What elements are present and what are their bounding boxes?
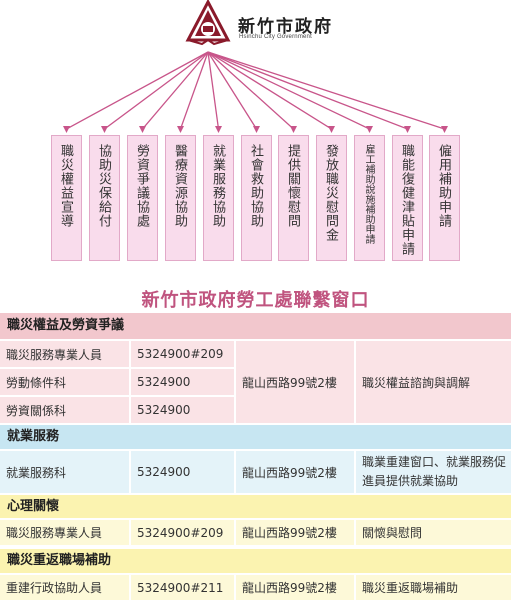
contact-title: 新竹市政府勞工處聯繫窗口 (141, 290, 370, 311)
section-heading-employment: 就業服務 (0, 425, 511, 449)
address-cell: 龍山西路99號2樓 (236, 575, 354, 600)
address-cell: 龍山西路99號2樓 (236, 341, 354, 423)
address-cell: 龍山西路99號2樓 (236, 451, 354, 493)
phone-cell: 5324900#211 (131, 575, 234, 600)
unit-cell: 職災服務專業人員 (0, 341, 129, 367)
service-item-box: 醫療資源協助 (165, 135, 196, 261)
service-item-box: 勞資爭議協處 (127, 135, 158, 261)
service-item-label: 職能復健津貼申請 (399, 144, 414, 256)
service-item-label: 協助災保給付 (96, 144, 111, 228)
service-item-box: 發放職災慰問金 (316, 135, 347, 261)
arrowhead-icon (441, 126, 448, 133)
unit-cell: 勞資關係科 (0, 397, 129, 423)
service-item-label: 發放職災慰問金 (323, 144, 338, 242)
service-item-label: 醫療資源協助 (172, 144, 187, 228)
phone-cell: 5324900 (131, 397, 234, 423)
address-cell: 龍山西路99號2樓 (236, 520, 354, 545)
arrowhead-icon (215, 126, 222, 133)
arrowhead-icon (328, 126, 335, 133)
service-item-box: 社會救助協助 (241, 135, 272, 261)
service-item-box: 僱用補助申請 (429, 135, 460, 261)
phone-cell: 5324900#209 (131, 520, 234, 545)
service-item-label: 勞資爭議協處 (134, 144, 149, 228)
arrowhead-icon (253, 126, 260, 133)
service-item-box: 就業服務協助 (203, 135, 234, 261)
unit-cell: 職災服務專業人員 (0, 520, 129, 545)
org-name: 新竹市政府 (238, 17, 333, 37)
unit-cell: 重建行政協助人員 (0, 575, 129, 600)
arrowhead-icon (177, 126, 184, 133)
connector-line (207, 51, 294, 130)
connector-line (66, 51, 209, 130)
connector-line (104, 51, 209, 130)
section-heading-return: 職災重返職場補助 (0, 549, 511, 573)
arrowhead-icon (404, 126, 411, 133)
unit-cell: 就業服務科 (0, 451, 129, 493)
connector-lines (63, 51, 448, 133)
service-cell: 職災權益諮詢與調解 (356, 341, 511, 423)
service-item-box: 職災權益宣導 (51, 135, 82, 261)
service-cell: 關懷與慰問 (356, 520, 511, 545)
service-item-label: 就業服務協助 (210, 144, 225, 228)
connector-line (207, 51, 332, 130)
service-item-label: 社會救助協助 (248, 144, 263, 228)
connector-line (207, 51, 258, 130)
connector-line (179, 51, 209, 130)
service-item-box: 提供關懷慰問 (278, 135, 309, 261)
service-item-box: 雇工補助說施補助申請 (354, 135, 385, 261)
service-cell: 職災重返職場補助 (356, 575, 511, 600)
connector-line (207, 51, 408, 130)
arrowhead-icon (139, 126, 146, 133)
unit-cell: 勞動條件科 (0, 369, 129, 395)
org-subtitle: Hsinchu City Government (239, 34, 312, 40)
service-cell: 職業重建窗口、就業服務促進員提供就業協助 (356, 451, 511, 493)
arrowhead-icon (101, 126, 108, 133)
arrowhead-icon (366, 126, 373, 133)
connector-line (207, 51, 220, 130)
city-emblem-icon (185, 0, 231, 46)
connector-line (142, 51, 209, 130)
section-heading-care: 心理關懷 (0, 495, 511, 518)
service-item-label: 職災權益宣導 (58, 144, 73, 228)
arrowhead-icon (63, 126, 70, 133)
phone-cell: 5324900#209 (131, 341, 234, 367)
phone-cell: 5324900 (131, 369, 234, 395)
service-item-label: 僱用補助申請 (436, 144, 451, 228)
service-item-box: 職能復健津貼申請 (392, 135, 423, 261)
service-item-label: 提供關懷慰問 (285, 144, 300, 228)
service-item-box: 協助災保給付 (89, 135, 120, 261)
service-item-label: 雇工補助說施補助申請 (363, 144, 374, 244)
connector-line (207, 51, 370, 130)
arrowhead-icon (290, 126, 297, 133)
connector-line (207, 51, 445, 130)
section-heading-rights: 職災權益及勞資爭議 (0, 313, 511, 339)
phone-cell: 5324900 (131, 451, 234, 493)
